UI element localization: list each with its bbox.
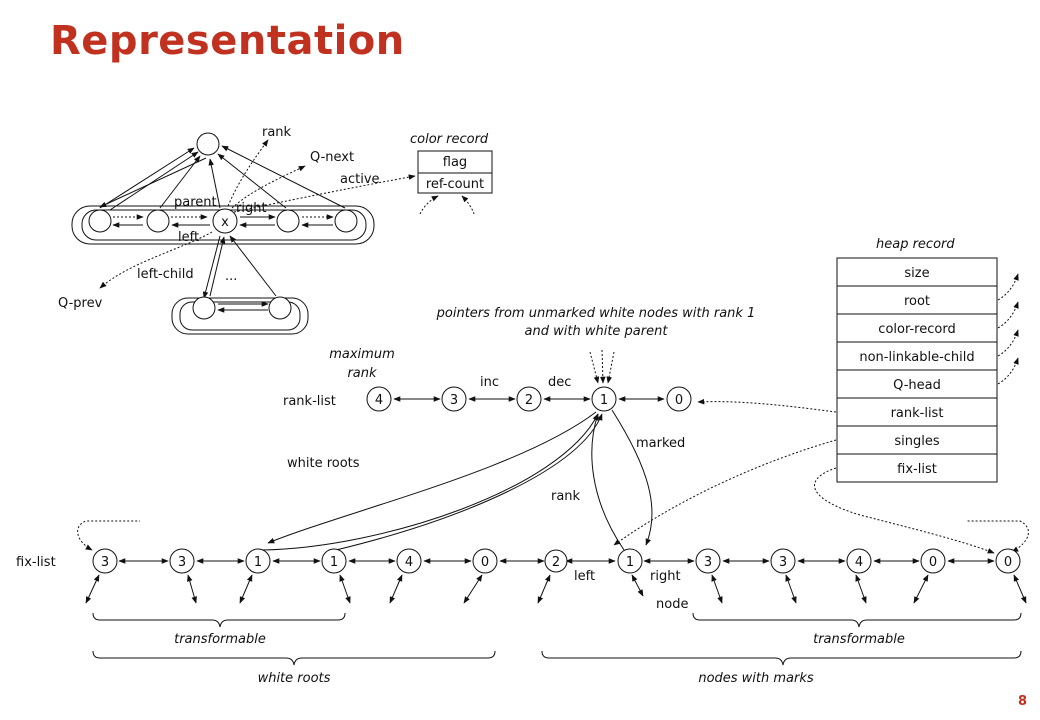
- fix-node: 1: [330, 555, 338, 570]
- fix-node: 3: [101, 555, 109, 570]
- fix-right-label: right: [650, 569, 681, 584]
- rank-label: rank: [551, 489, 581, 504]
- white-roots-label: white roots: [287, 456, 360, 471]
- transformable-right-brace: [692, 612, 1022, 628]
- tree-sibling-node: [276, 209, 300, 233]
- transformable-left-label: transformable: [174, 632, 266, 647]
- fix-node: 3: [704, 555, 712, 570]
- heap-record: heap record size root color-record non-l…: [613, 237, 1019, 554]
- left-child-label: left-child: [137, 267, 194, 282]
- color-record-caption: color record: [410, 132, 489, 147]
- fix-left-label: left: [574, 569, 595, 584]
- tree-sibling-node: [334, 209, 358, 233]
- pointer-note-line1: pointers from unmarked white nodes with …: [436, 306, 756, 321]
- white-roots-brace: [92, 650, 496, 666]
- color-record-ref-count: ref-count: [426, 177, 484, 192]
- rank-pointer-label: rank: [262, 125, 292, 140]
- tree-diagram: x rank Q-next active parent right left l…: [58, 125, 416, 335]
- transformable-right-label: transformable: [813, 632, 905, 647]
- tree-node-x-label: x: [221, 215, 229, 230]
- braces: transformable transformable white roots …: [92, 612, 1022, 686]
- fix-list: fix-list: [16, 520, 1029, 612]
- heap-field-color-record: color-record: [878, 322, 955, 337]
- fix-node: 0: [1004, 555, 1012, 570]
- rank-node: 2: [525, 393, 533, 408]
- color-record: color record flag ref-count: [410, 132, 493, 215]
- heap-field-singles: singles: [894, 434, 939, 449]
- heap-record-caption: heap record: [876, 237, 955, 252]
- child-ring-outer: [171, 297, 309, 335]
- tree-root-node: [196, 132, 220, 156]
- child-ring-inner: [179, 301, 301, 331]
- nodes-with-marks-brace: [541, 650, 1022, 666]
- heap-field-size: size: [904, 266, 929, 281]
- pointer-note-line2: and with white parent: [525, 324, 669, 339]
- heap-field-q-head: Q-head: [893, 378, 941, 393]
- rank-node: 3: [450, 393, 458, 408]
- maximum-rank-line1: maximum: [329, 347, 395, 362]
- fix-list-label: fix-list: [16, 555, 56, 570]
- fix-node: 2: [552, 555, 560, 570]
- rank-node: 4: [375, 393, 383, 408]
- heap-field-non-linkable-child: non-linkable-child: [859, 350, 974, 365]
- left-label: left: [178, 230, 199, 245]
- heap-field-root: root: [904, 294, 930, 309]
- rank-list: rank-list maximum rank inc dec pointers …: [261, 306, 756, 551]
- white-roots-brace-label: white roots: [258, 671, 331, 686]
- color-record-field: [417, 172, 493, 194]
- marked-label: marked: [636, 436, 685, 451]
- rank-list-label: rank-list: [283, 394, 336, 409]
- inc-label: inc: [480, 375, 499, 390]
- q-next-label: Q-next: [310, 150, 354, 165]
- tree-sibling-node: [146, 209, 170, 233]
- ellipsis-label: ...: [225, 269, 237, 284]
- tree-child-node: [268, 296, 292, 320]
- tree-node-x: [212, 208, 238, 234]
- fix-node: 1: [626, 555, 634, 570]
- fix-node: 0: [929, 555, 937, 570]
- q-prev-label: Q-prev: [58, 296, 103, 311]
- tree-child-node: [192, 296, 216, 320]
- fix-node: 1: [254, 555, 262, 570]
- color-record-flag: flag: [443, 155, 467, 170]
- fix-node: 3: [779, 555, 787, 570]
- dec-label: dec: [548, 375, 571, 390]
- fix-node: 0: [481, 555, 489, 570]
- right-label: right: [236, 201, 267, 216]
- page-number: 8: [1018, 694, 1028, 709]
- parent-label: parent: [174, 195, 217, 210]
- transformable-left-brace: [92, 612, 346, 628]
- fix-node: 4: [855, 555, 863, 570]
- active-label: active: [340, 172, 380, 187]
- rank-node: 0: [675, 393, 683, 408]
- fix-node-label: node: [656, 597, 688, 612]
- heap-field-rank-list: rank-list: [891, 406, 944, 421]
- fix-node: 4: [405, 555, 413, 570]
- heap-field-fix-list: fix-list: [897, 462, 937, 477]
- fix-node: 3: [178, 555, 186, 570]
- nodes-with-marks-label: nodes with marks: [698, 671, 814, 686]
- rank-node: 1: [600, 393, 608, 408]
- sibling-ring-outer: [71, 205, 375, 245]
- slide-title: Representation: [50, 18, 405, 64]
- maximum-rank-line2: rank: [347, 366, 377, 381]
- tree-sibling-node: [88, 209, 112, 233]
